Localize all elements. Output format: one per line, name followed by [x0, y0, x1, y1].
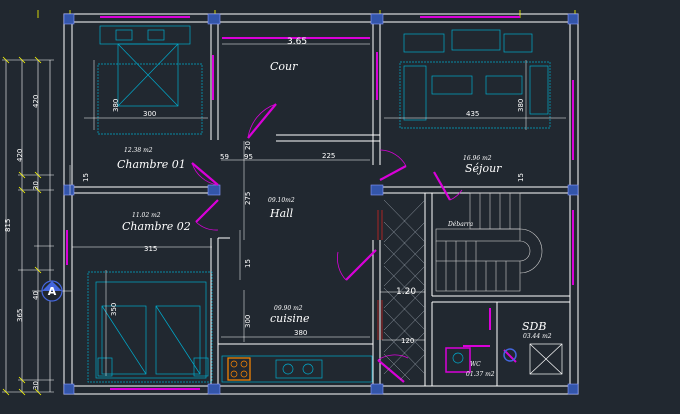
dim-hall-20: 20 — [244, 141, 252, 150]
area-wc: 01.37 m2 — [466, 371, 495, 378]
bed-chambre01 — [97, 25, 203, 135]
dim-cour-width: 3.65 — [287, 37, 307, 47]
section-marker-a[interactable]: A — [32, 280, 72, 302]
dim-sejour-width: 435 — [466, 110, 479, 118]
window-openings — [66, 16, 574, 390]
label-sejour: Séjour — [465, 162, 502, 175]
interior-dimension-lines — [69, 43, 566, 376]
label-sdb: SDB — [522, 320, 546, 333]
dim-hall-15: 15 — [244, 259, 252, 268]
dim-left-total: 815 — [4, 219, 12, 232]
exterior-walls — [63, 13, 579, 395]
left-dimension-chain — [2, 59, 54, 393]
dim-left-420b: 420 — [16, 149, 24, 162]
dim-left-30b: 30 — [32, 381, 40, 390]
dim-left-40: 40 — [32, 291, 40, 300]
section-a-label: A — [48, 285, 57, 298]
label-debarra: Débarra — [447, 221, 474, 228]
area-chambre01: 12.38 m2 — [124, 147, 153, 154]
area-chambre02: 11.02 m2 — [132, 212, 161, 219]
dim-stair-gap: 1.20 — [396, 287, 416, 297]
label-cuisine: cuisine — [270, 312, 310, 325]
area-sdb: 03.44 m2 — [523, 333, 552, 340]
dim-wall-15a: 15 — [82, 173, 90, 182]
area-cuisine: 09.90 m2 — [274, 305, 303, 312]
dim-hall-59: 59 — [220, 153, 229, 161]
structural-columns — [63, 13, 579, 395]
label-cour: Cour — [270, 60, 298, 73]
dim-left-420a: 420 — [32, 95, 40, 108]
dim-left-30a: 30 — [32, 181, 40, 190]
sofa-sejour — [399, 29, 551, 129]
kitchen-counter — [221, 355, 373, 383]
left-dim-ticks — [2, 56, 42, 396]
area-hall: 09.10m2 — [268, 197, 295, 204]
dim-sejour-depth: 380 — [517, 99, 525, 112]
label-wc: WC — [470, 361, 481, 368]
dim-ch2-depth: 350 — [110, 303, 118, 316]
dim-wall-15b: 15 — [517, 173, 525, 182]
dim-hall-depth: 275 — [244, 192, 252, 205]
dim-ch1-width: 300 — [143, 110, 156, 118]
dim-hall-width: 225 — [322, 152, 335, 160]
bathroom-fixtures — [445, 343, 563, 375]
label-hall: Hall — [269, 207, 294, 220]
dim-ch2-width: 315 — [144, 245, 157, 253]
dim-hall-95: 95 — [244, 153, 253, 161]
area-sejour: 16.96 m2 — [463, 155, 492, 162]
dim-cuisine-width: 380 — [294, 329, 307, 337]
stairwell-hatch — [377, 210, 383, 340]
dim-left-365: 365 — [16, 309, 24, 322]
dim-ch1-depth: 380 — [112, 99, 120, 112]
bed-chambre02 — [87, 271, 213, 383]
diamond-pattern — [383, 199, 426, 381]
door-swings — [191, 103, 517, 383]
dim-cuisine-depth: 300 — [244, 315, 252, 328]
label-chambre02: Chambre 02 — [122, 220, 191, 233]
dim-stair-gap2: 120 — [401, 337, 414, 345]
staircase — [435, 192, 543, 292]
label-chambre01: Chambre 01 — [117, 158, 186, 171]
